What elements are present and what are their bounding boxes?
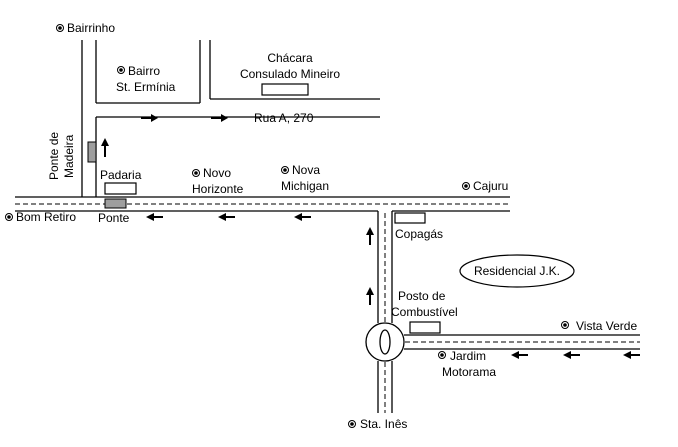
label-cajuru: Cajuru <box>473 179 508 193</box>
direction-arrow-icon <box>366 287 374 305</box>
building-box-icon <box>409 321 441 334</box>
label-novo: Novo <box>203 166 231 180</box>
building-box-icon <box>261 83 309 96</box>
label-ponte: Ponte <box>98 211 130 225</box>
label-horizonte: Horizonte <box>192 182 244 196</box>
roundabout-outer <box>365 322 405 362</box>
label-rua-a: Rua A, 270 <box>254 111 314 125</box>
label-chacara: Chácara <box>267 51 313 65</box>
label-padaria: Padaria <box>100 168 142 182</box>
bullseye-marker-icon <box>348 420 356 428</box>
label-st-erminia: St. Ermínia <box>116 80 176 94</box>
direction-arrow-icon <box>211 114 228 122</box>
bridge-ponte-de-madeira <box>87 141 97 163</box>
label-combustivel: Combustível <box>391 305 458 319</box>
label-sta-ines: Sta. Inês <box>360 417 407 431</box>
building-box-icon <box>104 182 137 195</box>
label-consulado-mineiro: Consulado Mineiro <box>240 67 340 81</box>
label-nova: Nova <box>292 163 320 177</box>
place-markers <box>5 24 569 428</box>
bullseye-marker-icon <box>56 24 64 32</box>
bullseye-marker-icon <box>438 351 446 359</box>
roundabout-island <box>379 329 391 355</box>
labels: Bairrinho Bairro St. Ermínia Chácara Con… <box>16 21 637 431</box>
label-ponte-de: Ponte de <box>47 132 61 180</box>
label-michigan: Michigan <box>281 179 329 193</box>
label-vista-verde: Vista Verde <box>576 319 637 333</box>
direction-arrow-icon <box>101 138 109 157</box>
label-jardim: Jardim <box>450 349 486 363</box>
direction-arrow-icon <box>294 213 311 221</box>
label-motorama: Motorama <box>442 365 496 379</box>
bullseye-marker-icon <box>462 182 470 190</box>
direction-arrow-icon <box>623 351 640 359</box>
bullseye-marker-icon <box>561 321 569 329</box>
roads <box>15 40 640 413</box>
bullseye-marker-icon <box>5 213 13 221</box>
label-residencial-jk: Residencial J.K. <box>474 264 560 278</box>
arrows <box>101 114 640 359</box>
direction-arrow-icon <box>146 213 163 221</box>
center-lines <box>15 203 640 413</box>
direction-arrow-icon <box>563 351 580 359</box>
label-madeira: Madeira <box>62 134 76 178</box>
direction-arrow-icon <box>366 227 374 245</box>
residencial-jk-outline <box>459 254 575 288</box>
label-bairrinho: Bairrinho <box>67 21 115 35</box>
bullseye-marker-icon <box>281 166 289 174</box>
direction-arrow-icon <box>141 114 158 122</box>
label-bairro: Bairro <box>128 64 160 78</box>
direction-arrow-icon <box>511 351 528 359</box>
bullseye-marker-icon <box>192 169 200 177</box>
label-copagas: Copagás <box>395 227 443 241</box>
direction-arrow-icon <box>218 213 235 221</box>
buildings <box>104 83 441 334</box>
building-box-icon <box>394 212 426 224</box>
bridge-ponte <box>104 198 127 209</box>
label-bom-retiro: Bom Retiro <box>16 210 76 224</box>
label-posto-de: Posto de <box>398 289 446 303</box>
bullseye-marker-icon <box>117 66 125 74</box>
